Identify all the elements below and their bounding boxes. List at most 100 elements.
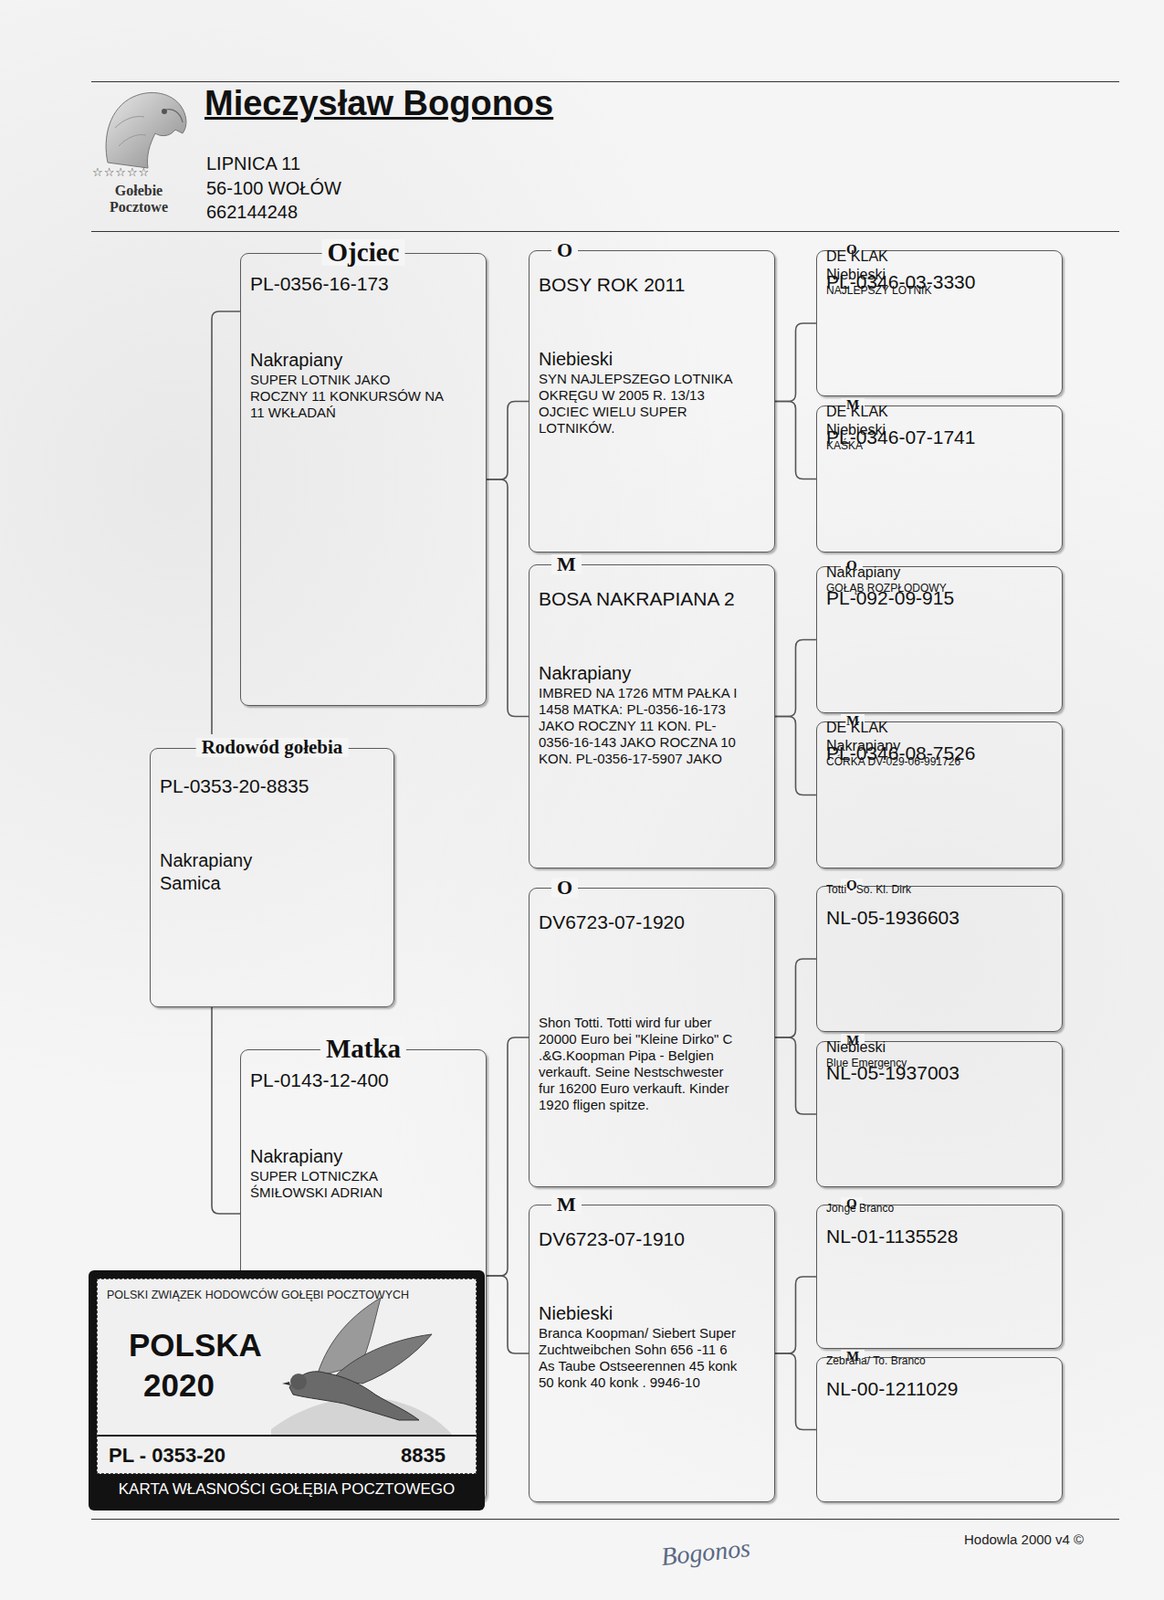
box-details: Zebrana/ To. Branco [826, 1352, 1071, 1368]
note-text: Blue Emergency [826, 1055, 1071, 1070]
box-heading: O [551, 240, 578, 261]
pedigree-bracket [211, 311, 241, 735]
pedigree-box: ONL-01-1135528Jonge Branco [816, 1204, 1063, 1349]
pedigree-box: Rodowód gołebiaPL-0353-20-8835Nakrapiany… [149, 747, 395, 1007]
color-text: DE KLAK [826, 717, 1071, 736]
note-text: SYN NAJLEPSZEGO LOTNIKA OKRĘGU W 2005 R.… [538, 370, 740, 437]
color-text: Niebieski [538, 347, 784, 371]
box-details: NakrapianyIMBRED NA 1726 MTM PAŁKA I 145… [538, 661, 784, 767]
ring-number: PL-0143-12-400 [250, 1068, 479, 1091]
pedigree-bracket [211, 1006, 241, 1214]
card-header: POLSKI ZWIĄZEK HODOWCÓW GOŁĘBI POCZTOWYC… [106, 1288, 409, 1301]
color-text: Niebieski [826, 264, 1071, 284]
ring-number: NL-01-1135528 [826, 1224, 1055, 1248]
color-text: Nakrapiany [250, 1144, 495, 1168]
note-text: SUPER LOTNICZKA ŚMIŁOWSKI ADRIAN [250, 1167, 451, 1201]
header-rule [91, 230, 1120, 232]
box-details: NakrapianyGOŁĄB ROZPŁODOWY [826, 562, 1071, 596]
box-heading: M [551, 554, 582, 575]
software-credit: Hodowla 2000 v4 © [964, 1531, 1084, 1547]
pigeon-illustration [252, 1291, 463, 1438]
box-details: Jonge Branco [826, 1200, 1071, 1216]
box-details: NiebieskiBranca Koopman/ Siebert Super Z… [538, 1301, 784, 1391]
pedigree-box: ONL-05-1936603Totti - So. Kl. Dirk [816, 885, 1063, 1032]
pedigree-box: OPL-0346-03-3330DE KLAKNiebieskiNAJLEPSZ… [816, 250, 1063, 397]
card-country: POLSKA [128, 1326, 263, 1364]
ownership-card: POLSKI ZWIĄZEK HODOWCÓW GOŁĘBI POCZTOWYC… [88, 1269, 485, 1511]
pedigree-bracket [775, 716, 817, 796]
pedigree-bracket [775, 323, 817, 402]
box-details: NakrapianySamica [159, 849, 403, 895]
footer-rule [91, 1518, 1120, 1520]
note-text: IMBRED NA 1726 MTM PAŁKA I 1458 MATKA: P… [538, 684, 740, 767]
pedigree-box: MNL-05-1937003NiebieskiBlue Emergency [816, 1040, 1063, 1187]
pedigree-box: ODV6723-07-1920Shon Totti. Totti wird fu… [528, 887, 776, 1187]
color-text: Nakrapiany [826, 735, 1071, 755]
box-details: DE KLAKNiebieskiNAJLEPSZY LOTNIK [826, 246, 1071, 298]
breeder-name: Mieczysław Bogonos [204, 83, 554, 124]
pedigree-bracket [775, 1276, 817, 1353]
note-text: Totti - So. Kl. Dirk [826, 881, 1071, 897]
signature: Bogonos [660, 1532, 753, 1572]
box-details: NakrapianySUPER LOTNICZKA ŚMIŁOWSKI ADRI… [250, 1144, 495, 1201]
color-text: DE KLAK [826, 246, 1071, 265]
pedigree-box: MPL-0346-08-7526DE KLAKNakrapianyCÓRKA D… [816, 721, 1063, 869]
color-text: Samica [159, 871, 403, 895]
logo-stars: ☆☆☆☆☆ [92, 165, 150, 179]
box-details: NakrapianySUPER LOTNIK JAKO ROCZNY 11 KO… [250, 348, 495, 421]
note-text: Zebrana/ To. Branco [826, 1352, 1071, 1368]
address-line: 56-100 WOŁÓW [206, 178, 342, 200]
card-panel: POLSKI ZWIĄZEK HODOWCÓW GOŁĘBI POCZTOWYC… [96, 1278, 477, 1474]
pedigree-bracket [486, 479, 529, 717]
ring-number: DV6723-07-1910 [538, 1226, 767, 1250]
pedigree-bracket [486, 1275, 529, 1353]
color-text: Nakrapiany [159, 849, 403, 872]
pedigree-bracket [775, 639, 817, 717]
note-text: NAJLEPSZY LOTNIK [826, 283, 1071, 298]
logo-text: Gołebie Pocztowe [87, 182, 190, 216]
box-details: Shon Totti. Totti wird fur uber 20000 Eu… [538, 1014, 784, 1113]
card-year: 2020 [143, 1366, 215, 1404]
header-rule [91, 81, 1120, 83]
pedigree-box: OBOSY ROK 2011NiebieskiSYN NAJLEPSZEGO L… [528, 250, 776, 553]
note-text: Jonge Branco [826, 1200, 1071, 1216]
color-text: Nakrapiany [538, 661, 784, 685]
color-text: Nakrapiany [250, 348, 495, 372]
eagle-logo [105, 92, 187, 168]
note-text: GOŁĄB ROZPŁODOWY [826, 580, 1071, 596]
color-text: Nakrapiany [826, 562, 1071, 581]
note-text: Branca Koopman/ Siebert Super Zuchtweibc… [538, 1324, 740, 1391]
ring-number: PL-0353-20-8835 [159, 774, 387, 797]
phone-number: 662144248 [206, 201, 298, 223]
box-heading: Matka [320, 1035, 407, 1062]
card-ring: 8835 [400, 1443, 446, 1468]
ring-number: BOSA NAKRAPIANA 2 [538, 587, 767, 610]
color-text: Niebieski [826, 419, 1071, 439]
box-details: NiebieskiBlue Emergency [826, 1037, 1071, 1070]
pedigree-box: MNL-00-1211029Zebrana/ To. Branco [816, 1356, 1063, 1502]
ring-number: DV6723-07-1920 [538, 910, 767, 934]
pedigree-box: MPL-0346-07-1741DE KLAKNiebieskiKAŚKA [816, 405, 1063, 553]
pedigree-box: MBOSA NAKRAPIANA 2NakrapianyIMBRED NA 17… [528, 564, 776, 869]
note-text: SUPER LOTNIK JAKO ROCZNY 11 KONKURSÓW NA… [250, 371, 451, 421]
pedigree-bracket [486, 1037, 529, 1276]
pedigree-box: OPL-092-09-915NakrapianyGOŁĄB ROZPŁODOWY [816, 566, 1063, 714]
color-text: Niebieski [826, 1037, 1071, 1056]
box-heading: Rodowód gołebia [196, 737, 349, 757]
ring-number: BOSY ROK 2011 [538, 272, 767, 296]
card-ring: PL - 0353-20 [108, 1443, 226, 1468]
pedigree-bracket [775, 1352, 817, 1430]
color-text: DE KLAK [826, 401, 1071, 420]
box-heading: O [551, 877, 578, 898]
box-details: DE KLAKNiebieskiKAŚKA [826, 401, 1071, 453]
ring-number: NL-00-1211029 [826, 1376, 1055, 1400]
ring-number: PL-0356-16-173 [250, 272, 479, 295]
pedigree-bracket [775, 1037, 817, 1114]
address-line: LIPNICA 11 [206, 153, 301, 175]
box-heading: M [551, 1194, 582, 1215]
pedigree-box: OjciecPL-0356-16-173NakrapianySUPER LOTN… [240, 252, 487, 706]
ring-number: NL-05-1936603 [826, 905, 1055, 929]
card-footer: KARTA WŁASNOŚCI GOŁĘBIA POCZTOWEGO [88, 1479, 485, 1499]
box-heading: Ojciec [322, 239, 406, 266]
